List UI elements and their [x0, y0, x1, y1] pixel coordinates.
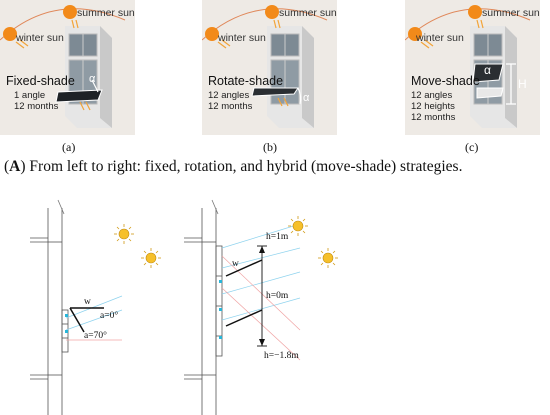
angle-0-label: a=0° — [100, 310, 118, 321]
angle-symbol: α — [484, 63, 491, 77]
detail-line: 12 angles — [411, 90, 453, 101]
winter-sun-label: winter sun — [416, 32, 464, 44]
sun-icon — [114, 224, 134, 244]
caption-letter: A — [9, 158, 21, 175]
sun-rays — [15, 19, 91, 111]
panel-fixed-shade: summer sun winter sun Fixed-shade 1 angl… — [0, 0, 135, 135]
winter-sun-icon — [408, 27, 422, 41]
winter-sun-icon — [3, 27, 17, 41]
sensor-marker — [219, 280, 222, 283]
strategy-title: Fixed-shade — [6, 74, 75, 88]
summer-sun-label: summer sun — [77, 7, 135, 19]
angle-arc — [297, 87, 302, 105]
left-section-drawing — [30, 199, 69, 415]
moving-shade-lower — [476, 87, 504, 99]
panel-b-label: (b) — [263, 140, 277, 154]
sensor-marker — [219, 336, 222, 339]
panel-c-illustration — [405, 5, 531, 128]
panel-b-illustration — [202, 5, 328, 128]
shade-upper-position — [225, 259, 263, 277]
sun-icon — [141, 248, 161, 268]
building-shadow-side — [302, 26, 314, 128]
summer-sun-icon — [265, 5, 279, 19]
height-bottom-label: h=−1.8m — [264, 351, 299, 361]
building-shadow-side — [100, 26, 112, 128]
panel-a-label: (a) — [62, 140, 76, 154]
sun-icon — [318, 248, 338, 268]
right-width-label: w — [232, 259, 239, 269]
panel-a-illustration — [0, 5, 126, 128]
panel-c-label: (c) — [465, 140, 479, 154]
detail-line: 12 angles — [208, 90, 250, 101]
section-diagrams: w a=0° a=70° — [30, 199, 338, 415]
angle-symbol: α — [303, 92, 310, 104]
detail-line: 12 months — [14, 101, 59, 112]
sun-icon — [288, 216, 308, 236]
sensor-marker — [65, 330, 68, 333]
sensor-marker — [65, 314, 68, 317]
winter-sun-label: winter sun — [16, 32, 64, 44]
detail-line: 1 angle — [14, 90, 46, 101]
sun-rays — [217, 19, 289, 107]
winter-sun-icon — [205, 27, 219, 41]
summer-sun-label: summer sun — [279, 7, 337, 19]
right-section-drawing — [184, 199, 223, 415]
detail-line: 12 months — [208, 101, 253, 112]
height-top-label: h=1m — [266, 232, 289, 242]
shade-at-70deg — [69, 307, 85, 333]
shade-lower-position — [225, 309, 263, 327]
right-light-rays — [221, 223, 301, 361]
figure-caption: (A) From left to right: fixed, rotation,… — [4, 158, 463, 175]
height-symbol: H — [518, 77, 527, 91]
angle-70-label: a=70° — [84, 330, 107, 341]
left-width-label: w — [84, 297, 91, 307]
angle-symbol: α — [89, 73, 96, 85]
panel-move-shade: summer sun winter sun Move-shade 12 angl… — [405, 0, 540, 135]
rotating-shade-panel — [251, 87, 299, 97]
left-light-rays — [65, 295, 123, 341]
sensor-marker — [219, 308, 222, 311]
caption-text: From left to right: fixed, rotation, and… — [29, 158, 463, 175]
detail-line: 12 months — [411, 112, 456, 123]
sun-rays — [420, 19, 484, 49]
winter-sun-label: winter sun — [218, 32, 266, 44]
summer-sun-icon — [63, 5, 77, 19]
summer-sun-icon — [468, 5, 482, 19]
moving-shade-panel — [472, 63, 504, 83]
fixed-shade-panel — [55, 89, 103, 103]
strategy-title: Rotate-shade — [208, 74, 284, 88]
detail-line: 12 heights — [411, 101, 455, 112]
angle-arc — [91, 79, 99, 93]
panel-rotate-shade: summer sun winter sun Rotate-shade 12 an… — [202, 0, 337, 135]
height-mid-label: h=0m — [266, 291, 289, 301]
strategy-title: Move-shade — [411, 74, 480, 88]
height-dimension — [257, 245, 267, 347]
summer-sun-label: summer sun — [482, 7, 540, 19]
